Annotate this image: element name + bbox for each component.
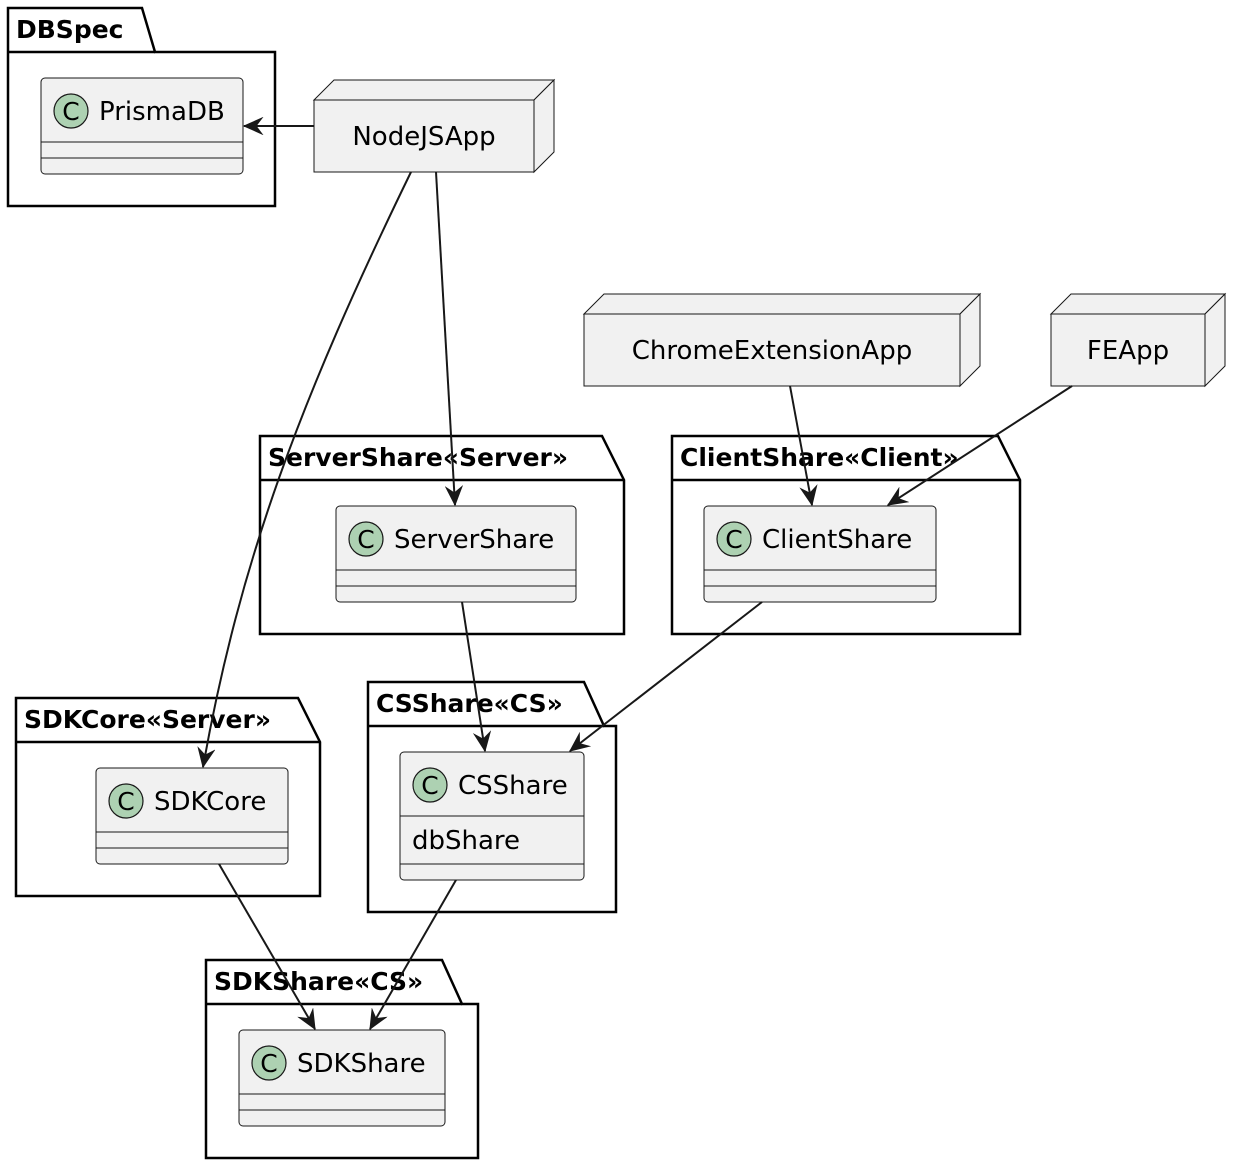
node-chrome-extension-app-label: ChromeExtensionApp (632, 336, 912, 366)
node-fe-app-label: FEApp (1087, 336, 1169, 366)
node-fe-app: FEApp (1049, 292, 1227, 388)
package-cs-share: CSShare«CS» (366, 680, 618, 914)
class-badge-letter: C (725, 525, 742, 554)
package-dbspec-label: DBSpec (16, 15, 123, 44)
package-cs-share-label: CSShare«CS» (376, 689, 563, 718)
class-server-share-name: ServerShare (394, 525, 554, 555)
class-badge-letter: C (421, 771, 438, 800)
class-sdk-core-name: SDKCore (154, 787, 266, 817)
class-c-badge-icon (412, 767, 448, 803)
class-c-badge-icon (251, 1045, 287, 1081)
package-client-share: ClientShare«Client» (670, 434, 1022, 636)
edges (203, 126, 1073, 1029)
class-server-share: C ServerShare (335, 505, 577, 603)
class-badge-letter: C (117, 787, 134, 816)
edge-csshare-to-sdkshare (369, 879, 457, 1029)
class-cs-share-attribute: dbShare (412, 826, 520, 856)
package-server-share-label: ServerShare«Server» (268, 443, 568, 472)
package-client-share-label: ClientShare«Client» (680, 443, 959, 472)
package-sdk-share: SDKShare«CS» (204, 958, 480, 1160)
edge-feapp-to-clientshare (888, 385, 1073, 506)
class-badge-letter: C (260, 1049, 277, 1078)
class-badge-letter: C (62, 97, 79, 126)
class-client-share-name: ClientShare (762, 525, 912, 555)
node-nodejs-app: NodeJSApp (312, 78, 556, 174)
package-sdk-core: SDKCore«Server» (14, 696, 322, 898)
package-server-share: ServerShare«Server» (258, 434, 626, 636)
class-sdk-share: C SDKShare (238, 1029, 446, 1127)
class-c-badge-icon (348, 521, 384, 557)
class-badge-letter: C (357, 525, 374, 554)
class-cs-share: C CSShare dbShare (399, 751, 585, 881)
edge-nodejsapp-to-sdkcore (203, 171, 412, 767)
node-chrome-extension-app: ChromeExtensionApp (582, 292, 982, 388)
node-nodejs-app-label: NodeJSApp (352, 122, 495, 152)
edge-nodejsapp-to-servershare (435, 171, 455, 505)
package-dbspec: DBSpec (6, 6, 277, 208)
class-sdk-share-name: SDKShare (297, 1049, 426, 1079)
edge-chromeextensionapp-to-clientshare (789, 385, 812, 505)
class-c-badge-icon (53, 93, 89, 129)
class-c-badge-icon (108, 783, 144, 819)
class-prisma-db: C PrismaDB (40, 77, 244, 175)
class-client-share: C ClientShare (703, 505, 937, 603)
package-sdk-core-label: SDKCore«Server» (24, 705, 271, 734)
class-prisma-db-name: PrismaDB (99, 97, 225, 127)
edge-servershare-to-csshare (461, 601, 485, 751)
class-cs-share-name: CSShare (458, 771, 568, 801)
package-sdk-share-label: SDKShare«CS» (214, 967, 423, 996)
edge-clientshare-to-csshare (570, 601, 763, 752)
edge-sdkcore-to-sdkshare (218, 863, 316, 1029)
class-sdk-core: C SDKCore (95, 767, 289, 865)
class-c-badge-icon (716, 521, 752, 557)
